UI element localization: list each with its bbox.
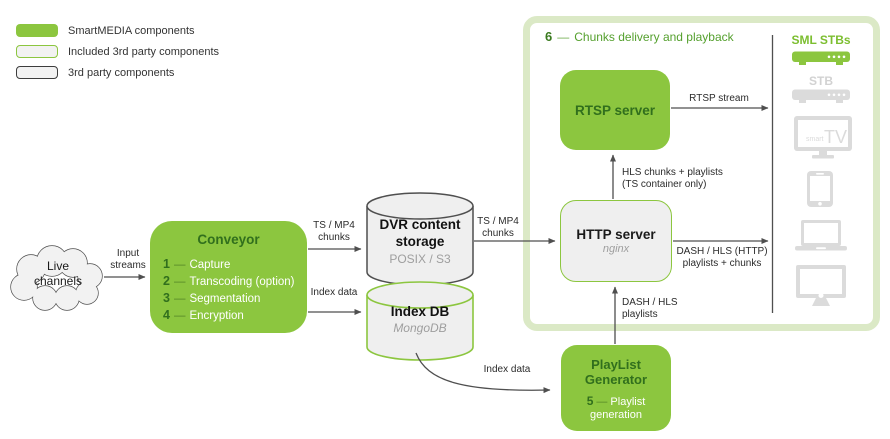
conveyor-title: Conveyor bbox=[197, 232, 260, 247]
legend-item-smartmedia: SmartMEDIA components bbox=[16, 24, 195, 37]
node-rtsp-server: RTSP server bbox=[560, 70, 670, 150]
live-channels-cloud-label: Live channels bbox=[33, 259, 83, 288]
sml-stb-icon bbox=[792, 51, 850, 65]
flow-label-dash-playlists-up: DASH / HLS playlists bbox=[622, 297, 678, 320]
node-http-server: HTTP server nginx bbox=[560, 200, 672, 282]
legend-swatch-included-3rd-party bbox=[16, 45, 58, 58]
delivery-step-number: 6 bbox=[545, 29, 553, 44]
conveyor-step-capture: 1—Capture bbox=[163, 257, 231, 271]
dvr-storage-subtitle: POSIX / S3 bbox=[389, 252, 451, 266]
chunks-delivery-container bbox=[523, 16, 880, 331]
svg-text:TV: TV bbox=[824, 127, 847, 147]
legend-item-3rd-party: 3rd party components bbox=[16, 66, 174, 79]
legend-item-included-3rd-party: Included 3rd party components bbox=[16, 45, 219, 58]
http-server-subtitle: nginx bbox=[602, 243, 630, 255]
legend-swatch-3rd-party bbox=[16, 66, 58, 79]
phone-icon bbox=[807, 171, 833, 207]
legend-swatch-smartmedia bbox=[16, 24, 58, 37]
node-playlist-generator: PlayList Generator 5—Playlist generation bbox=[561, 345, 671, 431]
stb-icon bbox=[792, 89, 850, 103]
device-label-sml-stbs: SML STBs bbox=[791, 33, 851, 47]
flow-label-dash-http-out: DASH / HLS (HTTP) playlists + chunks bbox=[676, 246, 768, 269]
smart-tv-icon: smart TV bbox=[794, 116, 852, 159]
flow-label-ts-mp4-to-storage: TS / MP4 chunks bbox=[313, 220, 355, 243]
flow-label-input-streams: Input streams bbox=[110, 248, 146, 271]
index-db-label: Index DB MongoDB bbox=[367, 303, 473, 335]
node-conveyor: Conveyor 1—Capture 2—Transcoding (option… bbox=[150, 221, 307, 333]
playlist-step: 5—Playlist generation bbox=[586, 394, 646, 422]
conveyor-step-encryption: 4—Encryption bbox=[163, 308, 244, 322]
laptop-icon bbox=[795, 220, 847, 251]
conveyor-step-segmentation: 3—Segmentation bbox=[163, 291, 261, 305]
index-db-subtitle: MongoDB bbox=[393, 321, 447, 335]
flow-label-index-data-to-playlist: Index data bbox=[483, 364, 531, 375]
conveyor-step-transcoding: 2—Transcoding (option) bbox=[163, 274, 295, 288]
chunks-delivery-label: 6—Chunks delivery and playback bbox=[545, 29, 734, 44]
delivery-step-text: Chunks delivery and playback bbox=[574, 30, 734, 44]
device-label-stb: STB bbox=[809, 74, 833, 88]
flow-label-ts-mp4-to-http: TS / MP4 chunks bbox=[477, 216, 519, 239]
flow-label-hls-to-rtsp: HLS chunks + playlists (TS container onl… bbox=[622, 167, 723, 190]
desktop-icon bbox=[796, 265, 846, 306]
dvr-storage-label: DVR content storage POSIX / S3 bbox=[367, 216, 473, 266]
svg-text:smart: smart bbox=[806, 136, 824, 143]
flow-label-rtsp-stream: RTSP stream bbox=[689, 93, 749, 104]
flow-label-index-data-to-db: Index data bbox=[310, 287, 358, 298]
